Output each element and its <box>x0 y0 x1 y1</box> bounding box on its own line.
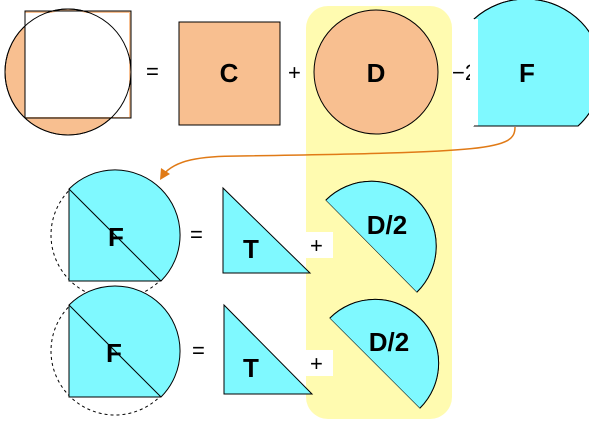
circle-d-label: D <box>367 58 386 88</box>
row1-plus: + <box>288 60 301 85</box>
row3-triangle-t <box>223 303 314 395</box>
quarter-circle-f-label: F <box>519 58 535 88</box>
circle-d <box>313 9 439 135</box>
curved-arrow <box>160 126 516 180</box>
row2-quarter-f <box>68 169 181 282</box>
row3-plus: + <box>310 351 323 376</box>
square-c-label: C <box>220 58 239 88</box>
row3-circle-label: F <box>106 338 122 368</box>
row3-half-label: D/2 <box>369 327 409 357</box>
row-2: F = T + D/2 <box>50 169 437 300</box>
row2-triangle-t <box>222 186 312 274</box>
row2-circle-label: F <box>108 222 124 252</box>
row2-half-label: D/2 <box>367 210 407 240</box>
overlap-circle-arc-white <box>25 10 129 116</box>
row-1: = C + D −2 F <box>4 0 589 136</box>
row2-equals: = <box>190 222 203 247</box>
circle-square-overlap-figure <box>4 8 132 136</box>
row3-triangle-label: T <box>243 353 259 383</box>
row3-equals: = <box>192 338 205 363</box>
row2-triangle-label: T <box>243 234 259 264</box>
row1-equals: = <box>146 59 159 84</box>
row2-plus: + <box>310 233 323 258</box>
row-3: F = T + D/2 <box>50 285 440 416</box>
row3-quarter-f <box>68 285 181 398</box>
square-c <box>178 21 281 126</box>
